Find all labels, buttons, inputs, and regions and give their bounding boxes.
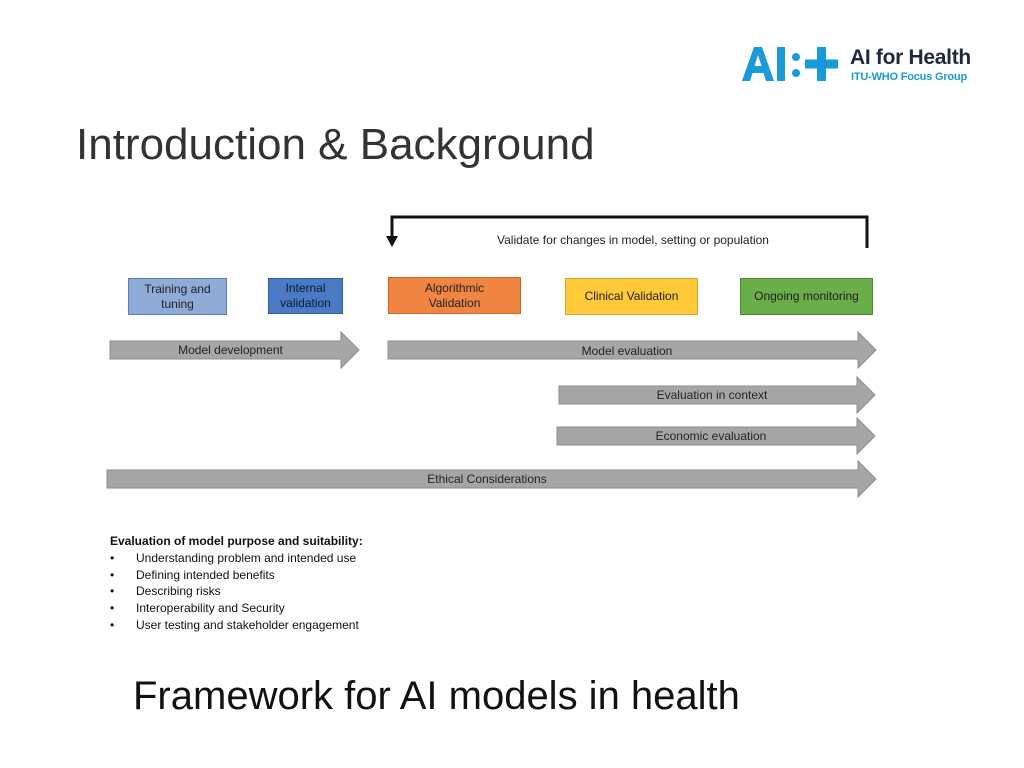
stage-label: Algorithmic Validation	[424, 280, 485, 310]
stage-internal-validation: Internal validation	[268, 278, 343, 314]
phase-label-model-evaluation: Model evaluation	[581, 344, 673, 358]
feedback-loop-arrowhead	[386, 236, 398, 247]
ai-for-health-logo: AI for Health ITU-WHO Focus Group	[742, 44, 992, 88]
purpose-list: Understanding problem and intended use D…	[110, 550, 363, 634]
list-item: Interoperability and Security	[110, 600, 363, 617]
phase-arrow-model-development	[109, 330, 360, 370]
logo-subtitle: ITU-WHO Focus Group	[851, 71, 967, 83]
slide-caption: Framework for AI models in health	[133, 674, 740, 718]
phase-label-economic-evaluation: Economic evaluation	[655, 429, 767, 443]
phase-label-ethical-considerations: Ethical Considerations	[427, 472, 547, 486]
list-item: Describing risks	[110, 583, 363, 600]
stage-ongoing-monitoring: Ongoing monitoring	[740, 278, 873, 315]
phase-arrow-evaluation-in-context	[558, 375, 876, 415]
logo-title: AI for Health	[850, 46, 971, 69]
list-item: Understanding problem and intended use	[110, 550, 363, 567]
purpose-heading: Evaluation of model purpose and suitabil…	[110, 534, 363, 548]
list-item: Defining intended benefits	[110, 567, 363, 584]
page-title: Introduction & Background	[76, 120, 595, 169]
phase-arrow-model-evaluation	[387, 330, 877, 370]
ai-plus-logo-mark	[742, 47, 838, 81]
phase-label-evaluation-in-context: Evaluation in context	[656, 388, 768, 402]
model-purpose-section: Evaluation of model purpose and suitabil…	[110, 533, 363, 634]
phase-arrow-ethical-considerations	[106, 459, 877, 499]
stage-label: Training and tuning	[144, 281, 211, 311]
stage-label: Clinical Validation	[584, 289, 679, 303]
phase-label-model-development: Model development	[178, 343, 283, 357]
stage-clinical-validation: Clinical Validation	[565, 278, 698, 315]
stage-training-and-tuning: Training and tuning	[128, 278, 227, 315]
feedback-loop-arrow	[390, 215, 869, 248]
phase-arrow-economic-evaluation	[556, 416, 876, 456]
stage-algorithmic-validation: Algorithmic Validation	[388, 277, 521, 314]
feedback-loop-label: Validate for changes in model, setting o…	[497, 233, 769, 247]
list-item: User testing and stakeholder engagement	[110, 617, 363, 634]
stage-label: Ongoing monitoring	[754, 289, 859, 303]
stage-label: Internal validation	[280, 281, 331, 310]
